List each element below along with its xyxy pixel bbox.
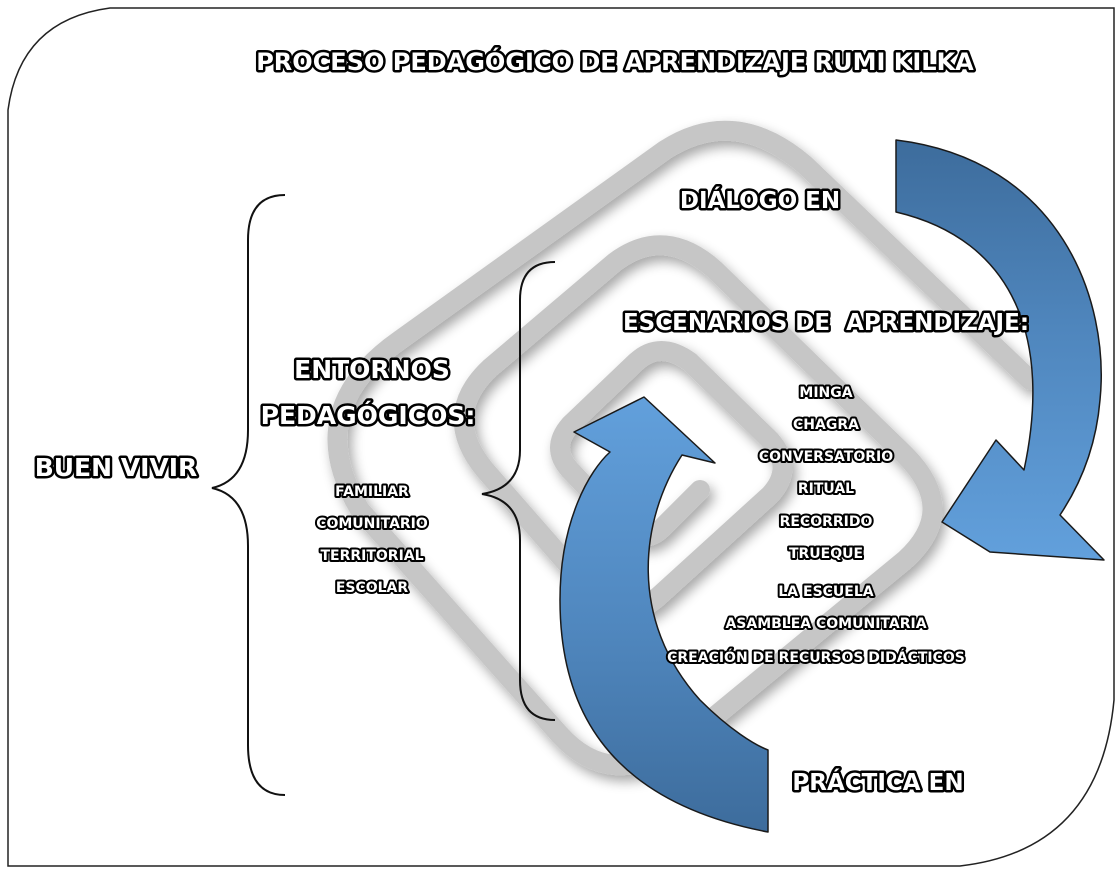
entornos-heading-line1: ENTORNOS	[294, 355, 450, 384]
left-brace	[211, 194, 286, 796]
entornos-item: FAMILIAR	[335, 484, 409, 500]
dialogo-arrow	[895, 139, 1105, 561]
entornos-item: ESCOLAR	[336, 580, 409, 596]
spiral-background	[327, 120, 1040, 776]
page-frame	[7, 7, 1115, 867]
escenarios-item: LA ESCUELA	[778, 584, 873, 600]
escenarios-heading: ESCENARIOS DE APRENDIZAJE:	[623, 310, 1029, 336]
dialogo-label: DIÁLOGO EN	[680, 186, 840, 214]
practica-arrow	[559, 396, 769, 833]
entornos-item: COMUNITARIO	[316, 516, 428, 532]
escenarios-item: CREACIÓN DE RECURSOS DIDÁCTICOS	[667, 648, 965, 666]
escenarios-item: CHAGRA	[793, 417, 859, 433]
escenarios-item: RITUAL	[798, 481, 854, 497]
entornos-list: FAMILIAR COMUNITARIO TERRITORIAL ESCOLAR	[314, 482, 430, 598]
buen-vivir-label: BUEN VIVIR	[35, 453, 198, 482]
escenarios-list: MINGA CHAGRA CONVERSATORIO RITUAL RECORR…	[665, 383, 967, 668]
page-title: PROCESO PEDAGÓGICO DE APRENDIZAJE RUMI K…	[256, 46, 974, 76]
escenarios-item: TRUEQUE	[789, 546, 863, 562]
escenarios-item: RECORRIDO	[780, 514, 873, 530]
spiral-path	[327, 120, 1040, 776]
escenarios-item: MINGA	[799, 385, 852, 401]
entornos-item: TERRITORIAL	[320, 548, 423, 564]
escenarios-item: ASAMBLEA COMUNITARIA	[725, 616, 926, 632]
entornos-heading-line2: PEDAGÓGICOS:	[261, 400, 476, 430]
escenarios-item: CONVERSATORIO	[759, 449, 893, 465]
practica-label: PRÁCTICA EN	[792, 768, 963, 796]
inner-brace	[481, 261, 556, 721]
